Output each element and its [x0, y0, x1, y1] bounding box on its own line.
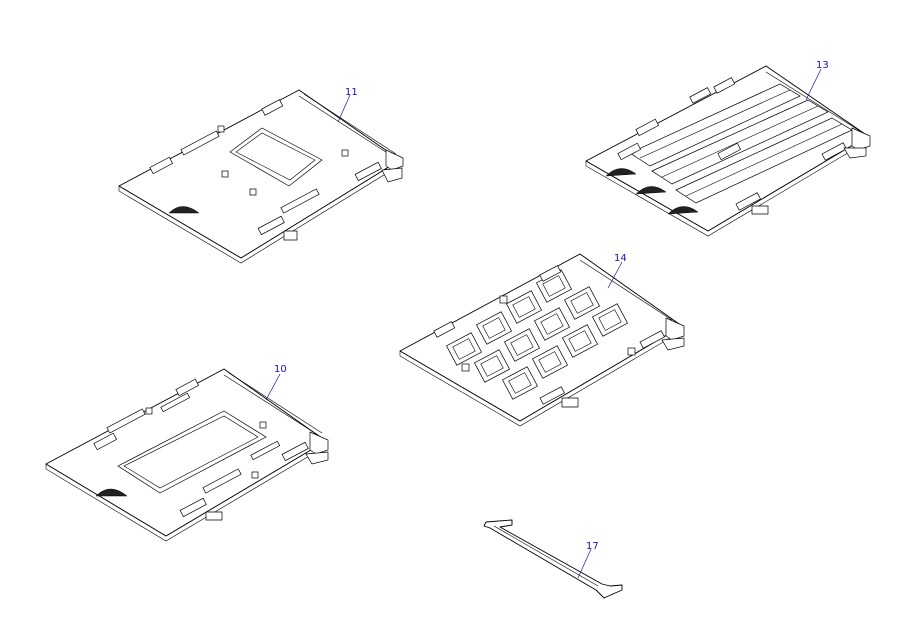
callout-13: 13: [805, 60, 829, 101]
film-holder-11: [118, 89, 404, 264]
film-holder-13: [585, 65, 871, 237]
callout-label-17: 17: [586, 541, 599, 552]
callout-label-14: 14: [614, 253, 627, 264]
callout-10: 10: [265, 364, 287, 401]
callout-17: 17: [577, 541, 599, 579]
callout-11: 11: [337, 87, 358, 123]
callout-14: 14: [607, 253, 627, 289]
film-holder-14: [399, 253, 685, 427]
callout-label-13: 13: [816, 60, 829, 71]
guide-17: [483, 519, 623, 599]
callout-label-11: 11: [345, 87, 358, 98]
film-holder-10: [45, 368, 329, 542]
callout-label-10: 10: [274, 364, 287, 375]
slide-frames: [446, 269, 628, 400]
